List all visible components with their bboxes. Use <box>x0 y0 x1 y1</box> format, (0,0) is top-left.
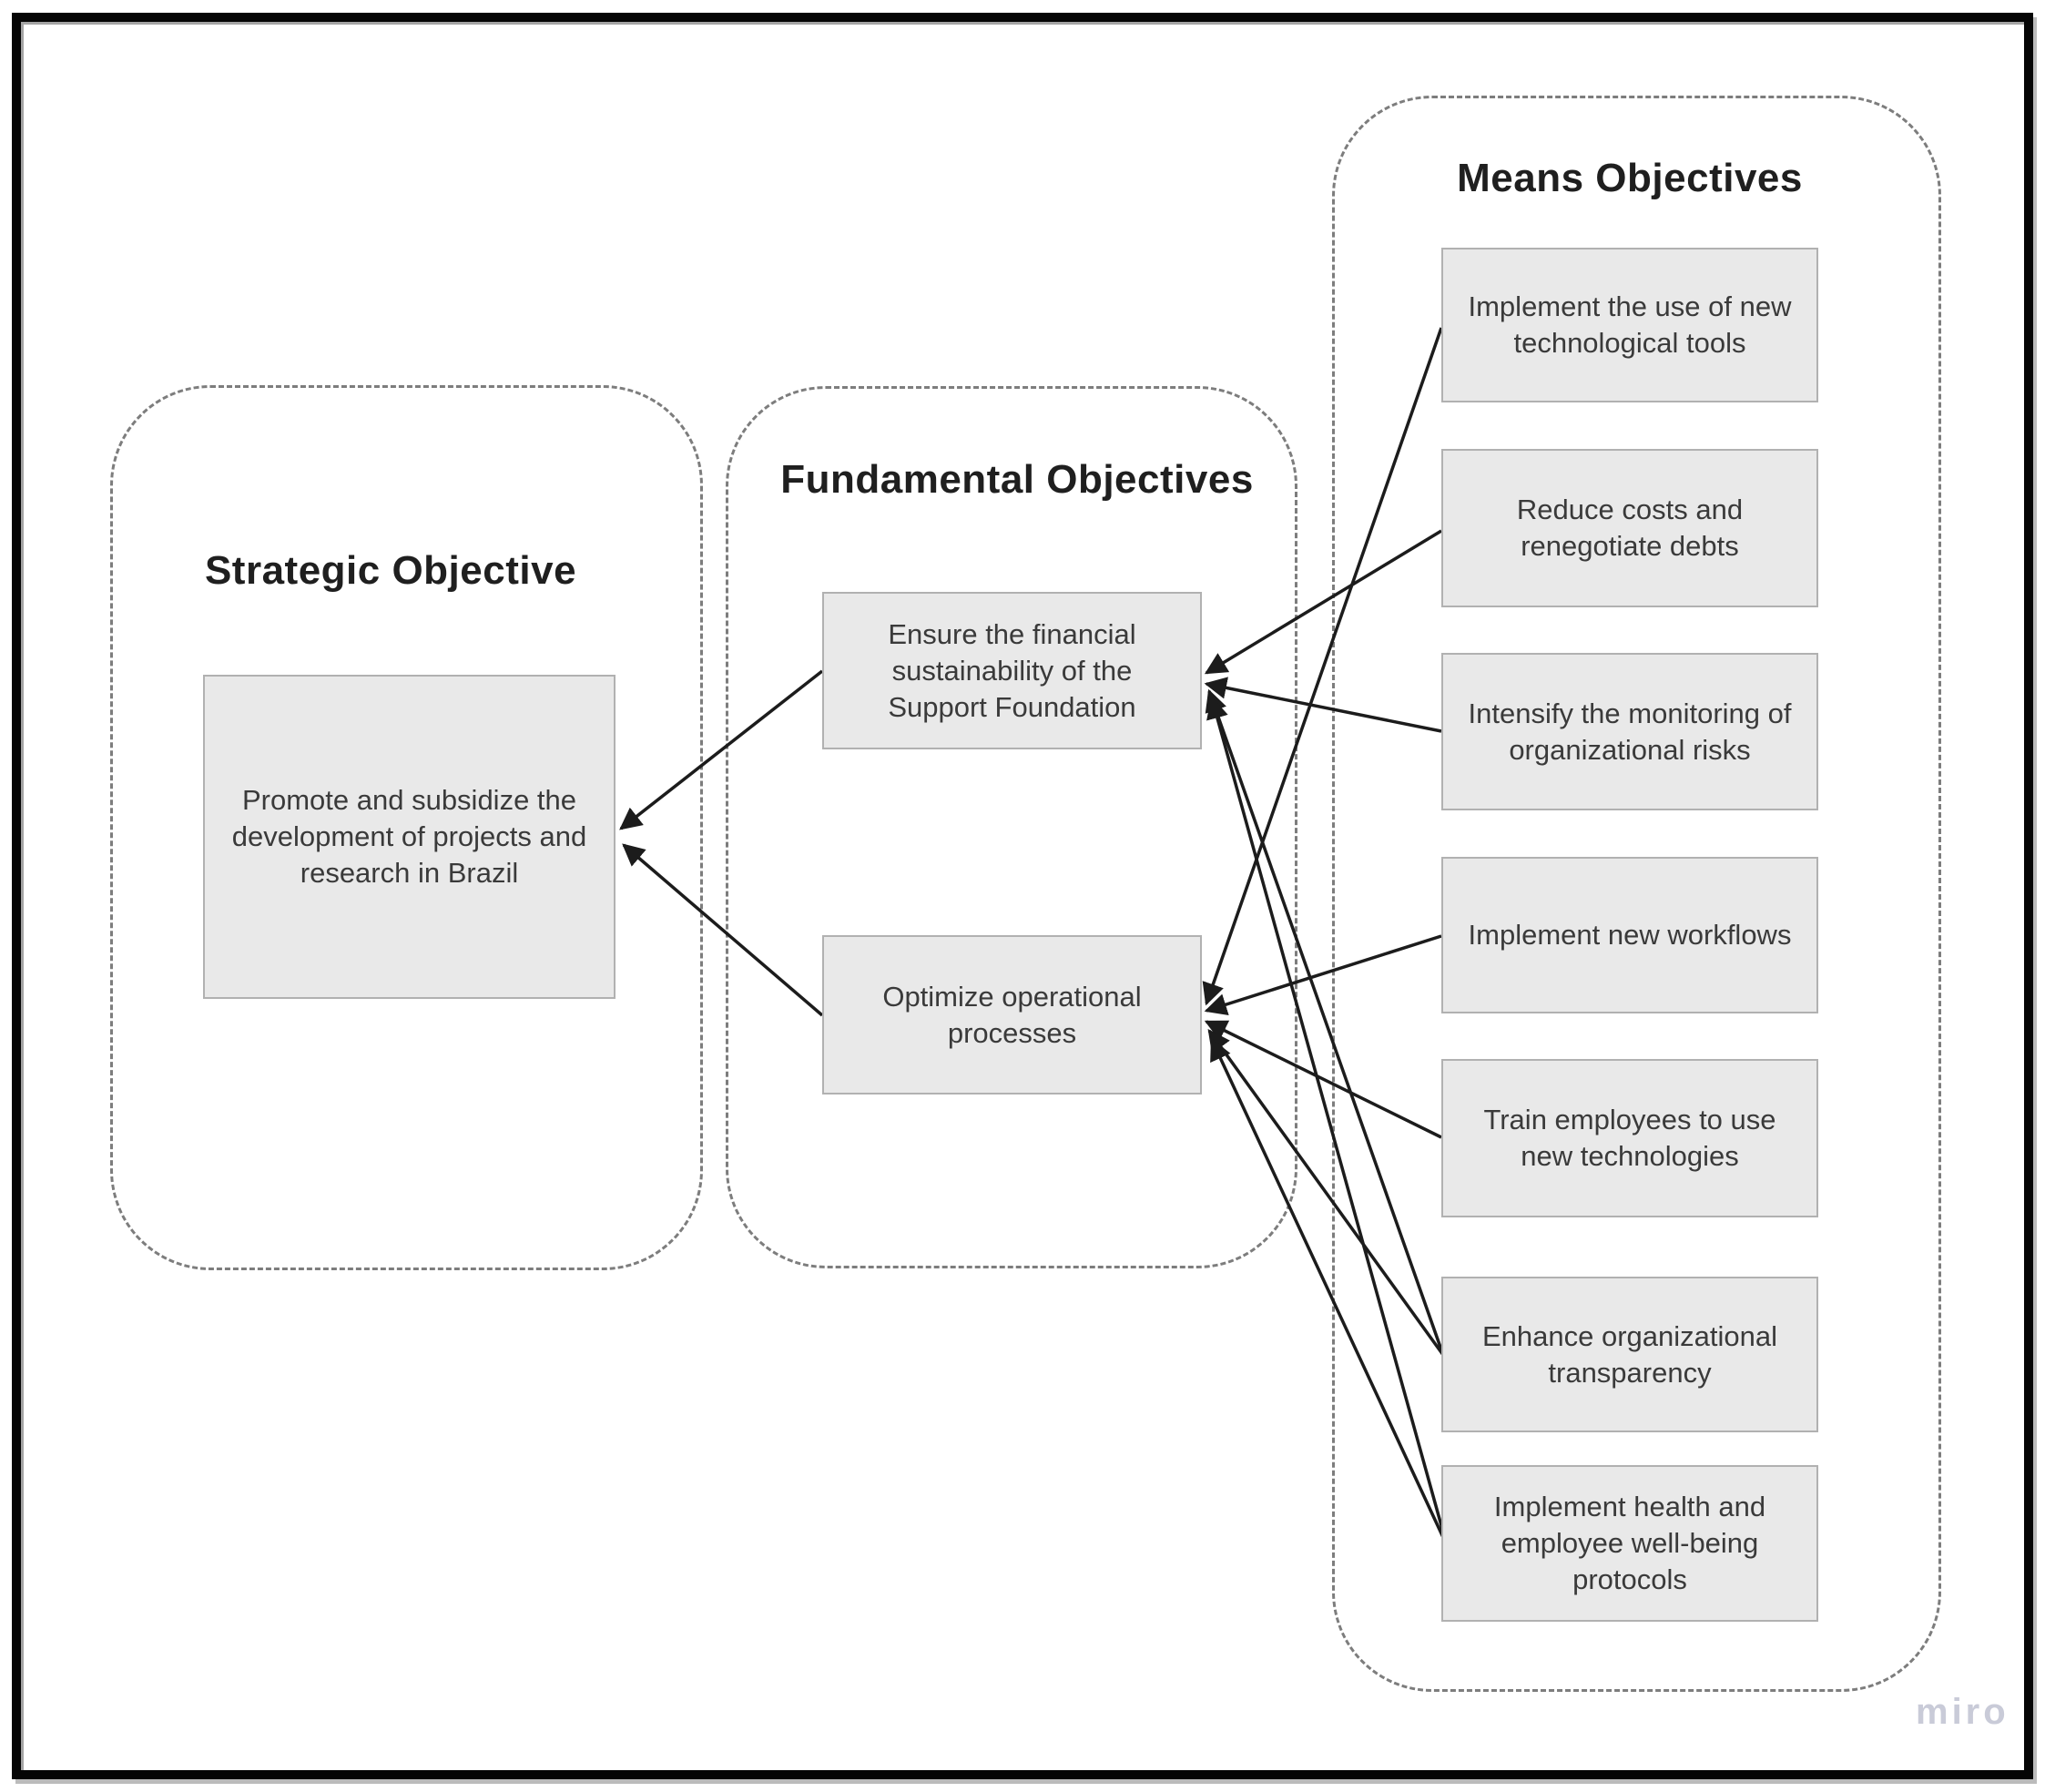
arrow-means-6-to-fundamental-1 <box>1205 688 1445 1356</box>
objective-node-fundamental-2[interactable]: Optimize operational processes <box>822 935 1202 1095</box>
arrow-means-2-to-fundamental-1 <box>1204 529 1442 675</box>
container-means[interactable] <box>1332 96 1941 1692</box>
container-fundamental[interactable] <box>726 386 1297 1268</box>
objective-node-strategic-goal[interactable]: Promote and subsidize the development of… <box>203 675 616 999</box>
arrow-means-1-to-fundamental-2 <box>1202 327 1443 1006</box>
container-title-strategic: Strategic Objective <box>204 548 577 593</box>
miro-watermark: miro <box>1916 1692 2009 1732</box>
objective-node-means-7[interactable]: Implement health and employee well-being… <box>1441 1465 1818 1622</box>
objective-node-means-5[interactable]: Train employees to use new technologies <box>1441 1059 1818 1217</box>
container-strategic[interactable] <box>110 385 703 1270</box>
arrow-means-7-to-fundamental-2 <box>1210 1037 1449 1546</box>
container-title-fundamental: Fundamental Objectives <box>780 457 1254 502</box>
arrow-means-5-to-fundamental-2 <box>1204 1020 1442 1139</box>
arrow-means-7-to-fundamental-1 <box>1206 696 1449 1546</box>
arrow-fundamental-1-to-strategic-goal <box>619 669 824 830</box>
arrow-means-3-to-fundamental-1 <box>1204 677 1442 733</box>
objective-node-means-1[interactable]: Implement the use of new technological t… <box>1441 248 1818 402</box>
container-title-means: Means Objectives <box>1457 156 1803 200</box>
arrow-fundamental-2-to-strategic-goal <box>622 843 824 1017</box>
objective-node-means-4[interactable]: Implement new workflows <box>1441 857 1818 1013</box>
arrow-means-6-to-fundamental-2 <box>1207 1029 1445 1357</box>
objective-node-means-2[interactable]: Reduce costs and renegotiate debts <box>1441 449 1818 607</box>
objective-node-means-3[interactable]: Intensify the monitoring of organization… <box>1441 653 1818 810</box>
objective-node-means-6[interactable]: Enhance organizational transparency <box>1441 1277 1818 1432</box>
objective-node-fundamental-1[interactable]: Ensure the financial sustainability of t… <box>822 592 1202 749</box>
arrow-means-4-to-fundamental-2 <box>1204 934 1442 1015</box>
